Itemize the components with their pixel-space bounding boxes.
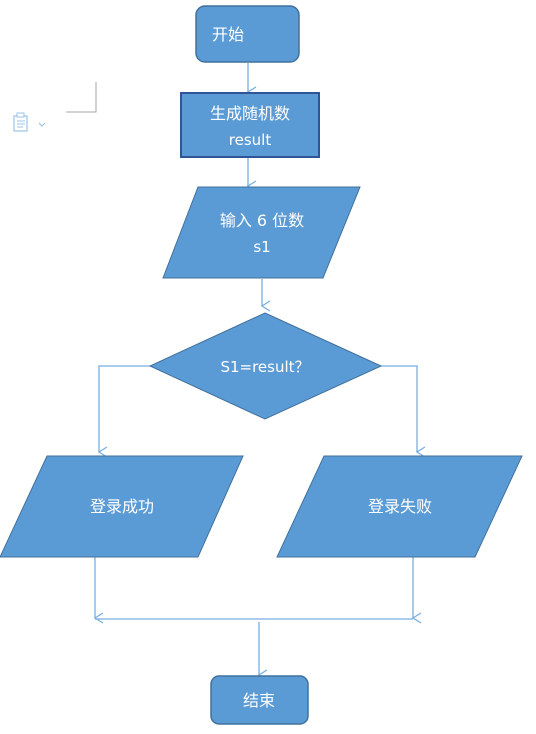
edge-decision-to-fail	[381, 365, 426, 458]
generate-label-line1: 生成随机数	[210, 104, 290, 123]
decision-node[interactable]: S1=result？	[148, 312, 383, 420]
chevron-down-icon[interactable]	[38, 122, 46, 127]
input-label-line1: 输入 6 位数	[220, 211, 304, 230]
end-node[interactable]: 结束	[210, 675, 309, 725]
input-label-line2: s1	[253, 238, 270, 256]
edge-decision-to-success	[97, 365, 150, 458]
start-label: 开始	[212, 25, 244, 44]
end-label: 结束	[243, 691, 275, 710]
start-node[interactable]: 开始	[195, 5, 300, 63]
fail-node[interactable]: 登录失败	[276, 455, 523, 558]
success-node[interactable]: 登录成功	[0, 455, 244, 558]
generate-label-line2: result	[229, 131, 272, 149]
input-node[interactable]: 输入 6 位数 s1	[162, 186, 361, 279]
clipboard-icon[interactable]	[13, 112, 28, 132]
success-label: 登录成功	[90, 497, 154, 516]
fail-label: 登录失败	[368, 497, 432, 516]
decision-label: S1=result？	[220, 358, 309, 376]
generate-node[interactable]: 生成随机数 result	[180, 92, 320, 158]
page-corner-mark	[66, 82, 97, 113]
